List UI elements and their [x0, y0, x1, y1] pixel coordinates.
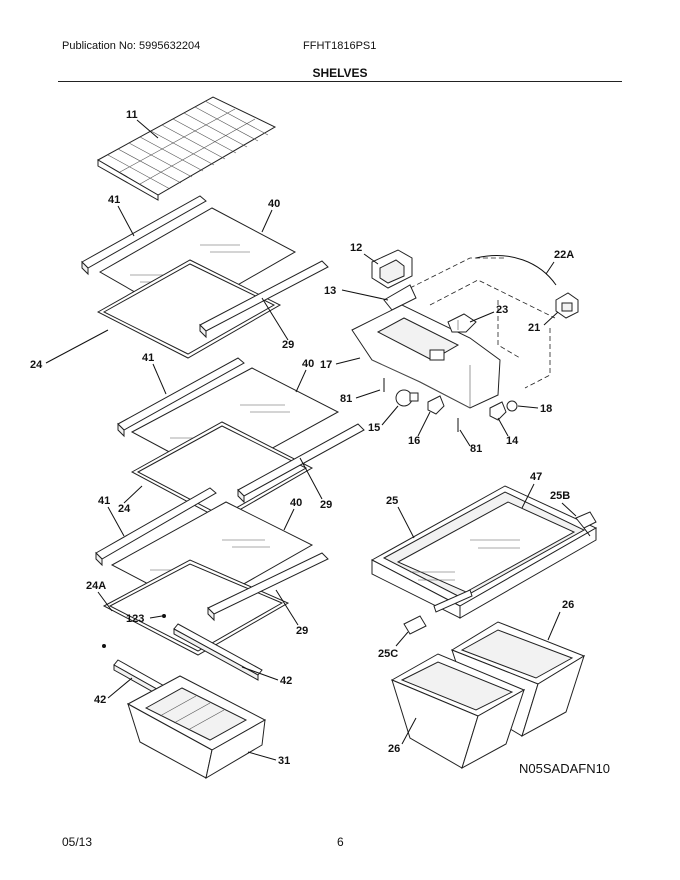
callout-29-a: 29	[282, 339, 294, 351]
wire-shelf	[96, 96, 277, 201]
cover-support-assembly	[351, 249, 579, 432]
callout-31: 31	[278, 755, 290, 767]
callout-40-b: 40	[302, 358, 314, 370]
shelf-trim-rear-1	[199, 260, 329, 339]
callout-123: 123	[126, 613, 144, 625]
callout-40-c: 40	[290, 497, 302, 509]
callout-47: 47	[530, 471, 542, 483]
model-number: FFHT1816PS1	[303, 40, 377, 52]
callout-42-a: 42	[280, 675, 292, 687]
callout-14: 14	[506, 435, 519, 447]
callout-26-b: 26	[388, 743, 400, 755]
callout-18: 18	[540, 403, 552, 415]
shelf-trim-front-1	[81, 195, 207, 276]
crisper-cover	[370, 485, 598, 619]
footer-date: 05/13	[62, 835, 93, 849]
callout-17: 17	[320, 359, 332, 371]
callout-29-b: 29	[320, 499, 332, 511]
shelf-frame-1	[96, 259, 282, 359]
callout-40-a: 40	[268, 198, 280, 210]
callout-24-a: 24	[30, 359, 43, 371]
cover-support-bracket	[403, 615, 427, 635]
callout-24-b: 24	[118, 503, 131, 515]
section-title: SHELVES	[312, 66, 368, 80]
callout-25B: 25B	[550, 490, 570, 502]
callout-11: 11	[126, 109, 138, 121]
callout-81-a: 81	[340, 393, 352, 405]
callout-42-b: 42	[94, 694, 106, 706]
callout-13: 13	[324, 285, 336, 297]
callout-21: 21	[528, 322, 540, 334]
callout-16: 16	[408, 435, 420, 447]
shelf-frame-3	[102, 559, 290, 656]
callout-15: 15	[368, 422, 380, 434]
diagram-code: N05SADAFN10	[519, 761, 610, 776]
callout-41-a: 41	[108, 194, 120, 206]
page-number: 6	[337, 835, 344, 849]
shelf-trim-rear-3	[207, 552, 329, 622]
crisper-drawer-front	[390, 653, 526, 770]
callout-24A: 24A	[86, 580, 106, 592]
callout-25C: 25C	[378, 648, 398, 660]
publication-number: Publication No: 5995632204	[62, 40, 201, 52]
callout-41-c: 41	[98, 495, 110, 507]
callout-23: 23	[496, 304, 508, 316]
callout-29-c: 29	[296, 625, 308, 637]
pan-rail-right	[173, 623, 263, 681]
callout-41-b: 41	[142, 352, 154, 364]
callout-81-b: 81	[470, 443, 482, 455]
shelf-frame-2	[130, 421, 314, 521]
callout-25: 25	[386, 495, 398, 507]
shelf-trim-front-3	[95, 487, 217, 567]
callout-26-a: 26	[562, 599, 574, 611]
meat-pan	[126, 675, 267, 780]
callout-12: 12	[350, 242, 362, 254]
shelf-trim-front-2	[117, 357, 245, 438]
humidity-slider	[575, 511, 597, 537]
header-divider	[58, 81, 622, 82]
callout-22A: 22A	[554, 249, 574, 261]
